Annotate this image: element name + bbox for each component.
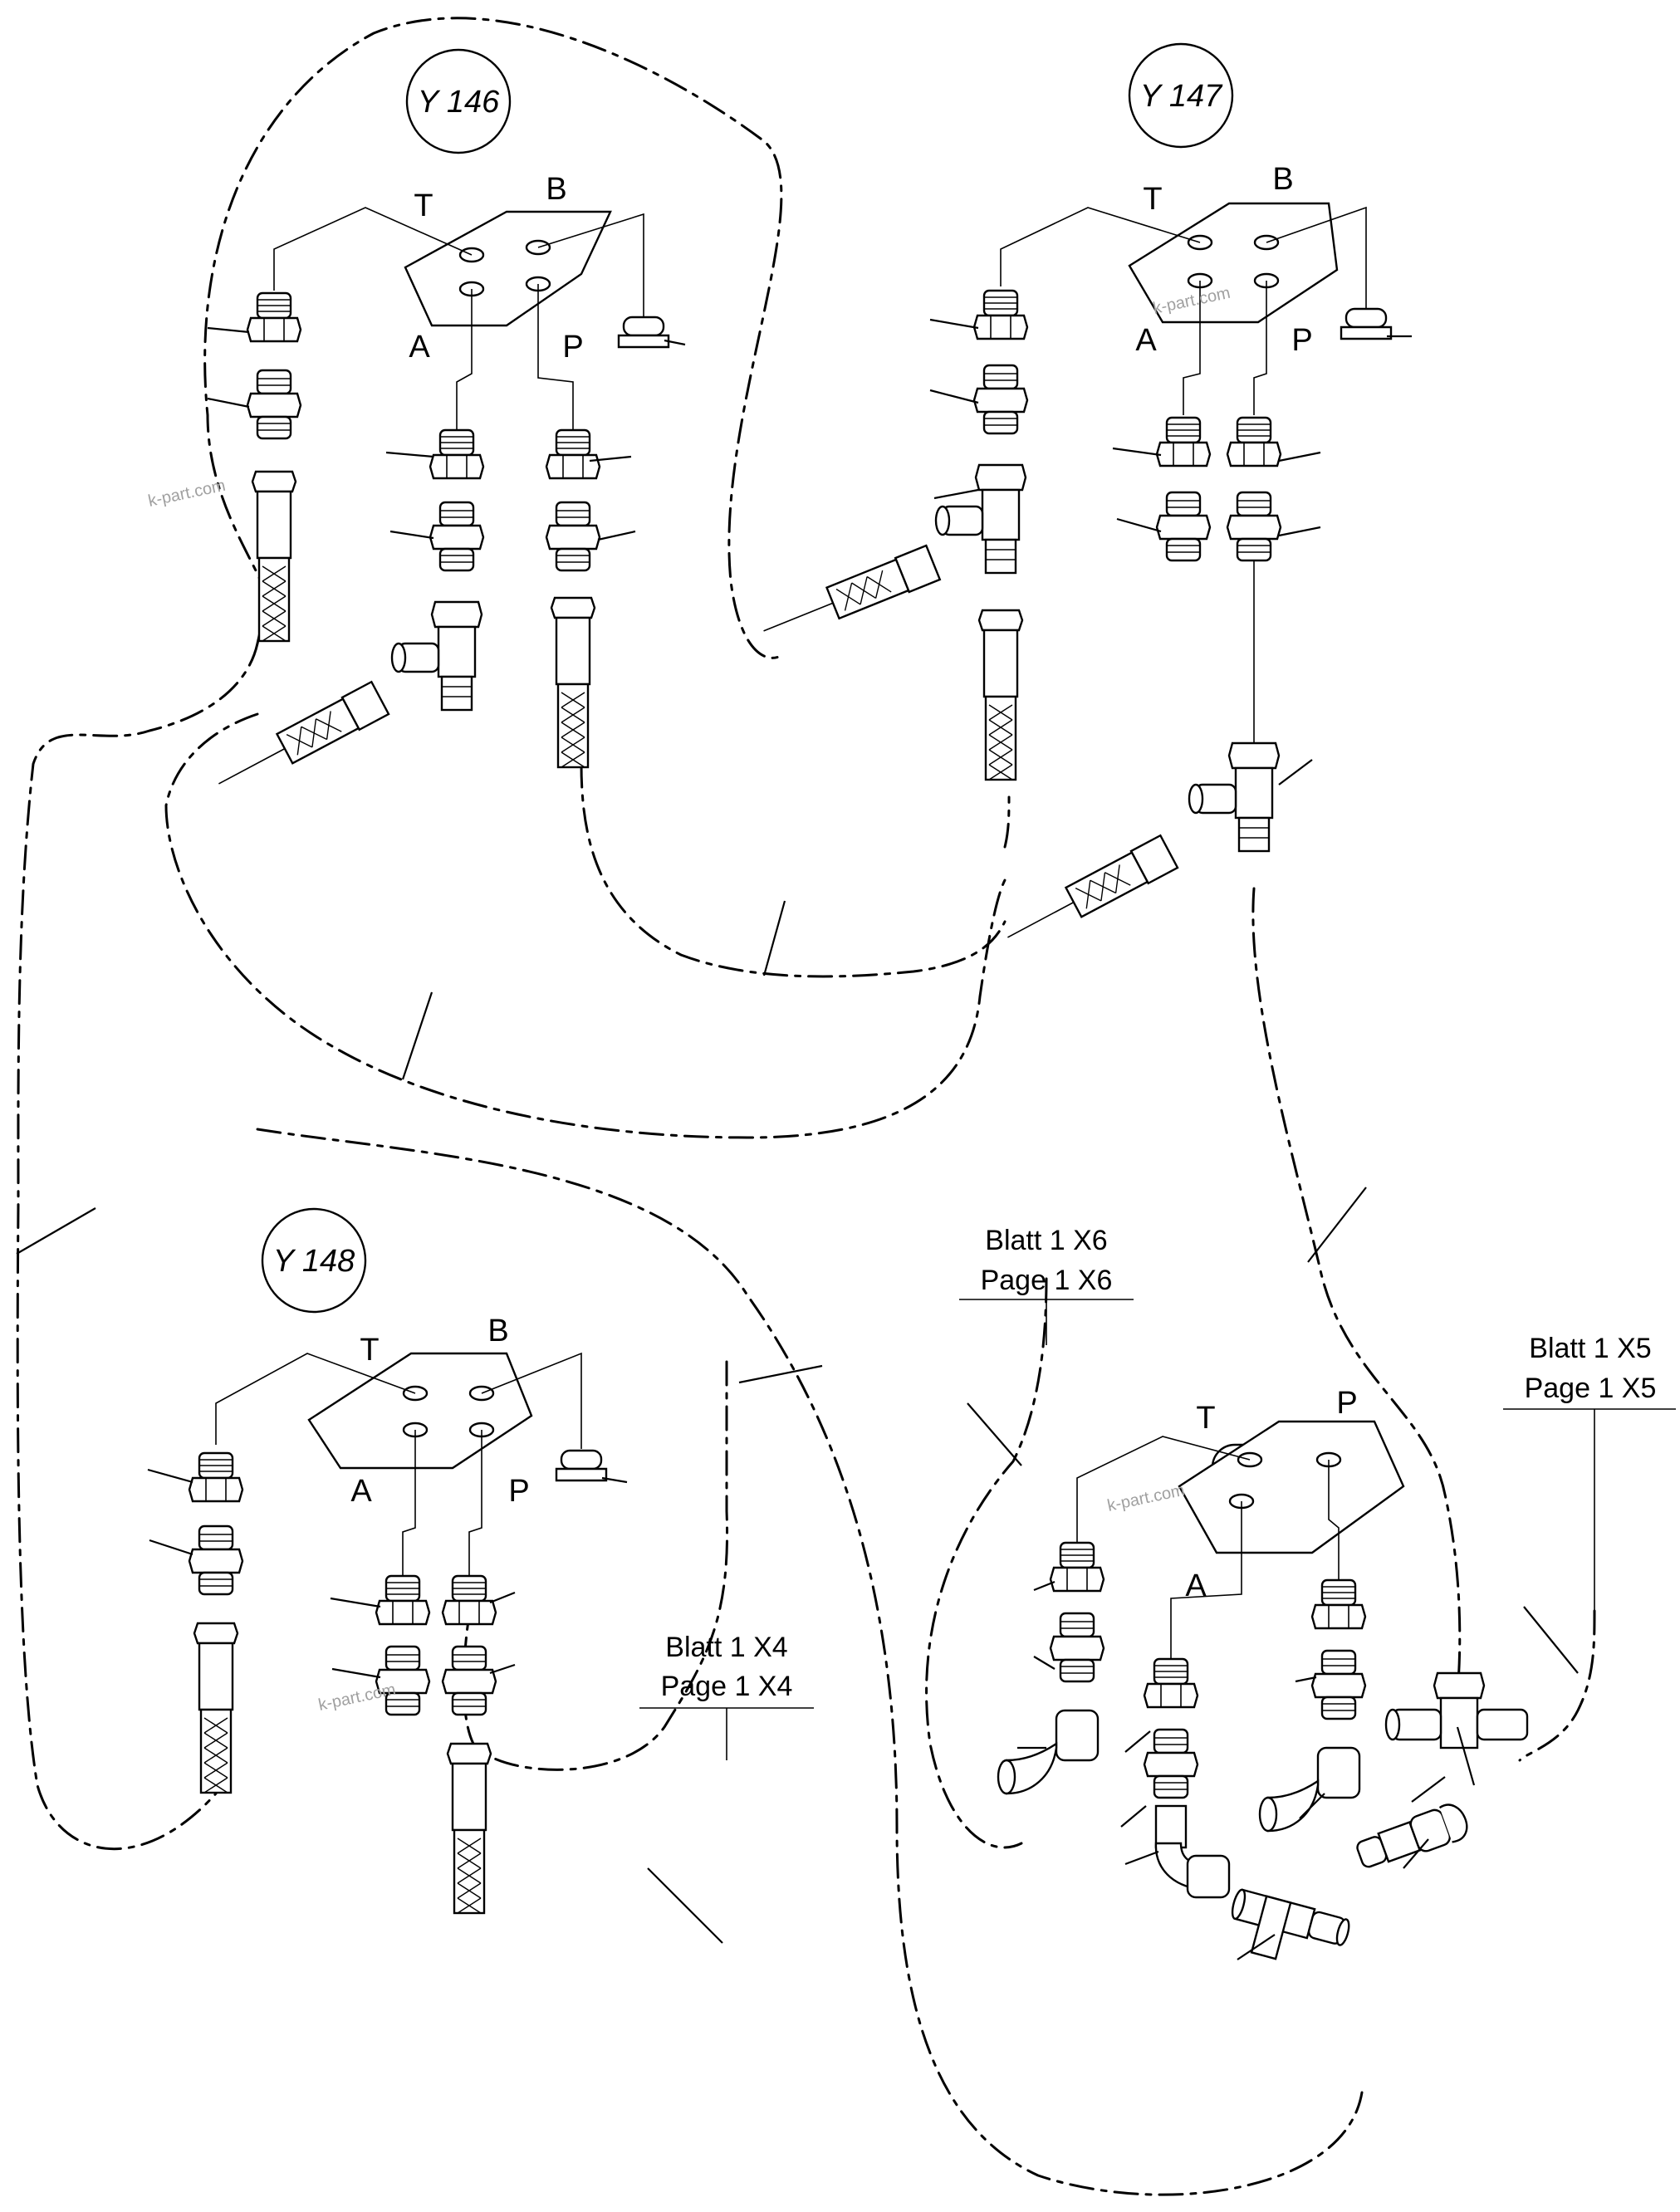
valve-y148: Y 148 T B A P <box>147 1207 628 1915</box>
valve-y147: Y 147 T B A P <box>763 42 1412 938</box>
valve-y146-port-b: B <box>546 172 566 207</box>
valve-y148-port-p: P <box>508 1474 529 1509</box>
valve-y148-port-t: T <box>360 1333 379 1368</box>
reference-x5: Blatt 1 X5 Page 1 X5 <box>1503 1333 1676 1611</box>
reference-x4-line1: Blatt 1 X4 <box>665 1632 787 1663</box>
watermark-1: k-part.com <box>146 477 227 511</box>
valve-y146-label: Y 146 <box>418 85 500 120</box>
reference-x6-line2: Page 1 X6 <box>981 1265 1113 1296</box>
watermark-4: k-part.com <box>1105 1481 1186 1515</box>
reference-x6: Blatt 1 X6 Page 1 X6 <box>959 1225 1134 1345</box>
reference-x6-line1: Blatt 1 X6 <box>985 1225 1107 1256</box>
valve-y148-plate <box>307 1352 533 1470</box>
watermarks: k-part.com k-part.com k-part.com k-part.… <box>146 284 1232 1715</box>
reference-x5-line1: Blatt 1 X5 <box>1529 1333 1651 1364</box>
reference-x4-line2: Page 1 X4 <box>661 1671 793 1702</box>
block-152-port-t: T <box>1196 1401 1215 1436</box>
reference-x5-line2: Page 1 X5 <box>1525 1373 1657 1404</box>
valve-y146-port-a: A <box>409 330 430 365</box>
valve-y147-label: Y 147 <box>1140 79 1223 114</box>
block-152: 152 T P A <box>997 1386 1529 1960</box>
valve-y146: Y 146 T B A P <box>207 48 686 785</box>
valve-y148-port-a: A <box>350 1474 372 1509</box>
valve-y147-port-b: B <box>1272 162 1293 197</box>
block-152-port-a: A <box>1185 1568 1207 1603</box>
routing-lines <box>16 17 1596 2196</box>
route-leaders <box>16 900 1579 1944</box>
valve-y147-port-t: T <box>1143 182 1162 217</box>
valve-y147-port-p: P <box>1291 323 1312 358</box>
reference-x4: Blatt 1 X4 Page 1 X4 <box>639 1632 814 1760</box>
valve-y146-port-p: P <box>562 330 583 365</box>
valve-y148-port-b: B <box>487 1314 508 1348</box>
valve-y148-label: Y 148 <box>273 1244 355 1279</box>
valve-y147-port-a: A <box>1135 323 1157 358</box>
valve-y147-plate <box>1128 202 1339 324</box>
valve-y146-plate <box>404 210 612 327</box>
block-152-plate <box>1178 1420 1405 1554</box>
valve-y146-port-t: T <box>414 188 433 223</box>
block-152-port-p: P <box>1336 1386 1357 1421</box>
